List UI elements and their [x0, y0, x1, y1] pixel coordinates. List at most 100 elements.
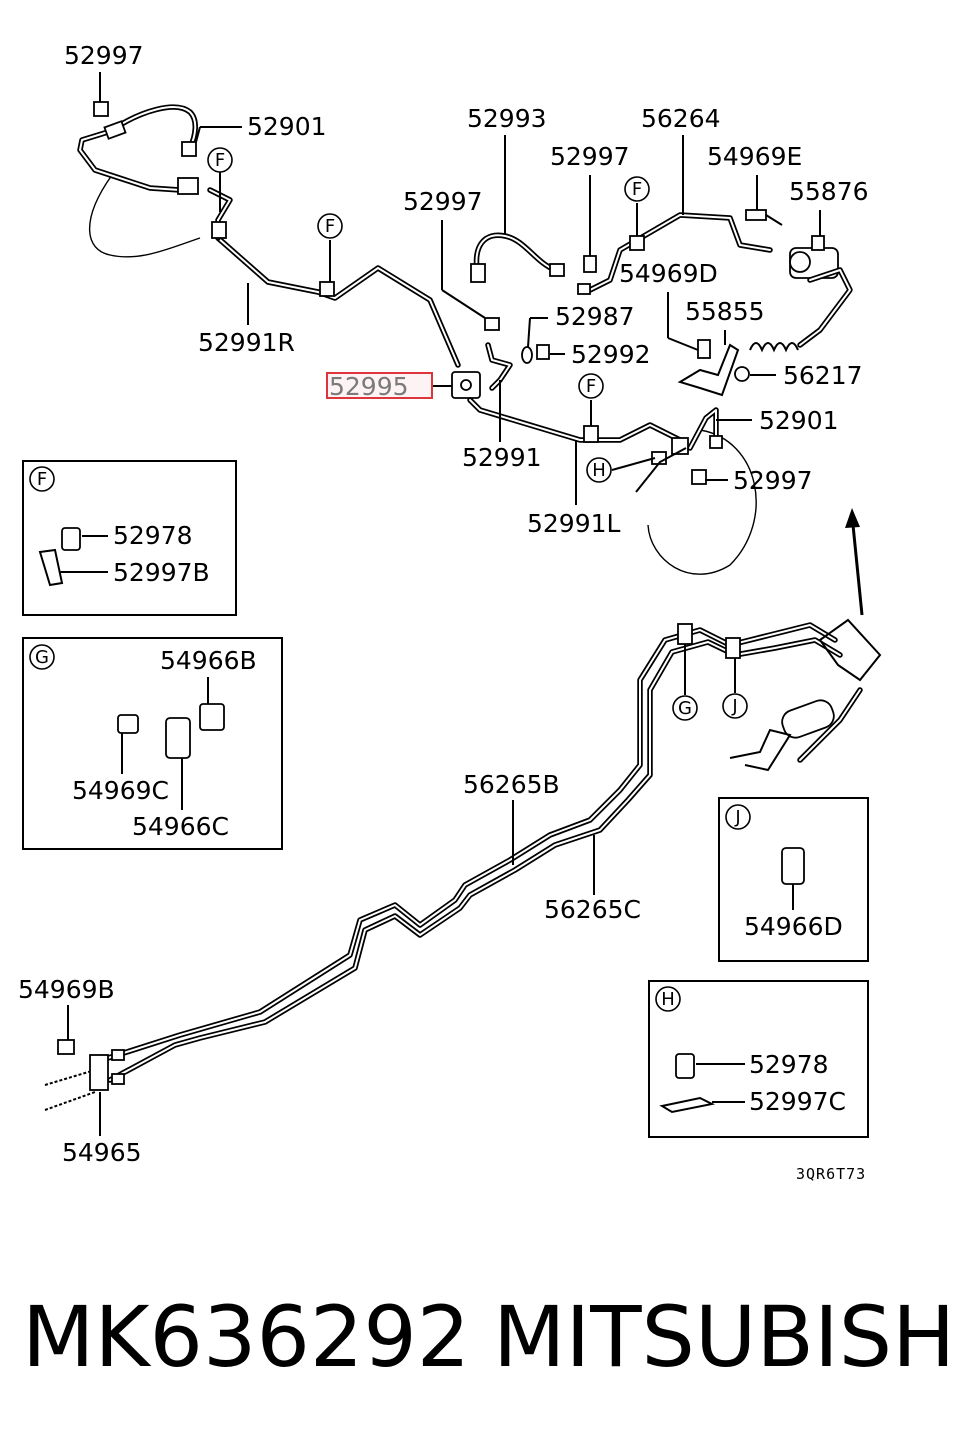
svg-text:H: H: [661, 989, 675, 1010]
label-52991L[interactable]: 52991L: [527, 509, 621, 538]
callout-g[interactable]: [672, 695, 698, 721]
label-52993[interactable]: 52993: [467, 104, 547, 133]
clip-52997-mid: [583, 255, 597, 273]
label-52991[interactable]: 52991: [462, 443, 542, 472]
callout-f-3[interactable]: [624, 176, 650, 202]
clip-54966B: [199, 703, 225, 731]
label-52997-left[interactable]: 52997: [403, 187, 483, 216]
label-52997-right[interactable]: 52997: [733, 466, 813, 495]
footer-brand: MITSUBISHI: [493, 1288, 960, 1386]
washer-56217: [734, 366, 750, 382]
label-56265C[interactable]: 56265C: [544, 895, 641, 924]
label-56264[interactable]: 56264: [641, 104, 721, 133]
right-brake-assembly: [635, 407, 757, 575]
bracket-52997B: [38, 548, 64, 587]
label-52901-top[interactable]: 52901: [247, 112, 327, 141]
pipe-52991R: [207, 187, 461, 368]
bracket: [177, 177, 199, 195]
label-52992[interactable]: 52992: [571, 340, 651, 369]
label-h-52997C[interactable]: 52997C: [749, 1087, 846, 1116]
label-52995[interactable]: 52995: [329, 372, 409, 401]
label-f-52997B[interactable]: 52997B: [113, 558, 210, 587]
valve-port: [811, 235, 825, 251]
svg-text:F: F: [586, 376, 596, 397]
label-52991R[interactable]: 52991R: [198, 328, 295, 357]
hose-fitting: [103, 120, 127, 140]
callout-f-1[interactable]: [207, 147, 233, 173]
callout-f-2[interactable]: [317, 213, 343, 239]
bolt-54969B: [57, 1039, 75, 1055]
clip-f-3: [629, 235, 645, 251]
valve-assembly: [677, 209, 853, 397]
label-52901-right[interactable]: 52901: [759, 406, 839, 435]
clip-f-1: [211, 221, 227, 239]
bracket-lever: [677, 343, 740, 397]
clip-j: [725, 637, 741, 659]
label-52997-mid[interactable]: 52997: [550, 142, 630, 171]
clip-52997-left: [484, 317, 500, 331]
label-54969E[interactable]: 54969E: [707, 142, 802, 171]
label-52987[interactable]: 52987: [555, 302, 635, 331]
detail-g-tag: [29, 644, 55, 670]
label-g-54966C[interactable]: 54966C: [132, 812, 229, 841]
label-55855[interactable]: 55855: [685, 297, 765, 326]
svg-text:F: F: [37, 469, 47, 490]
label-52997-top[interactable]: 52997: [64, 41, 144, 70]
footer-part-number: MK636292: [22, 1288, 470, 1386]
label-54969B[interactable]: 54969B: [18, 975, 115, 1004]
callout-h[interactable]: [586, 457, 612, 483]
svg-text:F: F: [632, 179, 642, 200]
diagram-code: 3QR6T73: [796, 1165, 866, 1183]
highlight-52995: [326, 372, 433, 399]
clip-54966C: [165, 717, 191, 759]
svg-text:J: J: [734, 807, 740, 828]
gasket-52987: [521, 346, 533, 364]
hose-52993: [470, 232, 565, 283]
label-56265B[interactable]: 56265B: [463, 770, 560, 799]
hose-end-right: [549, 263, 565, 277]
callouts: F F F F H G J: [207, 147, 748, 721]
bolt-54969D: [697, 339, 711, 359]
svg-text:J: J: [731, 696, 737, 717]
pipe-52991L: [467, 397, 689, 465]
part-labels: 52997 52901 52993 56264 52997 54969E 558…: [18, 41, 869, 1167]
bracket-lower: [729, 728, 792, 772]
detail-h-tag: [655, 986, 681, 1012]
svg-text:G: G: [35, 647, 49, 668]
bolt-54969C: [117, 714, 139, 734]
booster-bottle: [781, 699, 835, 739]
detail-f-tag: [29, 466, 55, 492]
label-56217[interactable]: 56217: [783, 361, 863, 390]
label-54965[interactable]: 54965: [62, 1138, 142, 1167]
detail-box-j: J 54966D: [718, 797, 869, 962]
main-pipes: [105, 618, 882, 1083]
clip-54965: [89, 1054, 109, 1091]
bolt-54969E: [745, 209, 767, 221]
lower-left-ends: [44, 1039, 125, 1111]
label-g-54966B[interactable]: 54966B: [160, 646, 257, 675]
callout-j[interactable]: [722, 693, 748, 719]
label-g-54969C[interactable]: 54969C: [72, 776, 169, 805]
hose-end: [181, 141, 197, 157]
detail-j-tag: [725, 804, 751, 830]
callout-f-4[interactable]: [578, 373, 604, 399]
svg-text:F: F: [215, 150, 225, 171]
label-j-54966D[interactable]: 54966D: [744, 912, 843, 941]
master-valve: [818, 618, 882, 682]
label-54969D[interactable]: 54969D: [619, 259, 718, 288]
left-brake-assembly: [77, 101, 201, 258]
svg-text:H: H: [592, 460, 606, 481]
label-f-52978[interactable]: 52978: [113, 521, 193, 550]
detail-box-h: H 52978 52997C: [648, 980, 869, 1138]
label-55876[interactable]: 55876: [789, 177, 869, 206]
direction-arrow: [845, 508, 864, 616]
detail-box-f: F 52978 52997B: [22, 460, 237, 616]
pipe-end: [577, 283, 591, 295]
spring-55855: [749, 342, 799, 353]
bolt-52992: [536, 344, 550, 360]
label-h-52978[interactable]: 52978: [749, 1050, 829, 1079]
left-drum-outline: [89, 174, 201, 258]
bracket-52997C: [659, 1096, 716, 1114]
clip-52978-h: [675, 1053, 695, 1079]
